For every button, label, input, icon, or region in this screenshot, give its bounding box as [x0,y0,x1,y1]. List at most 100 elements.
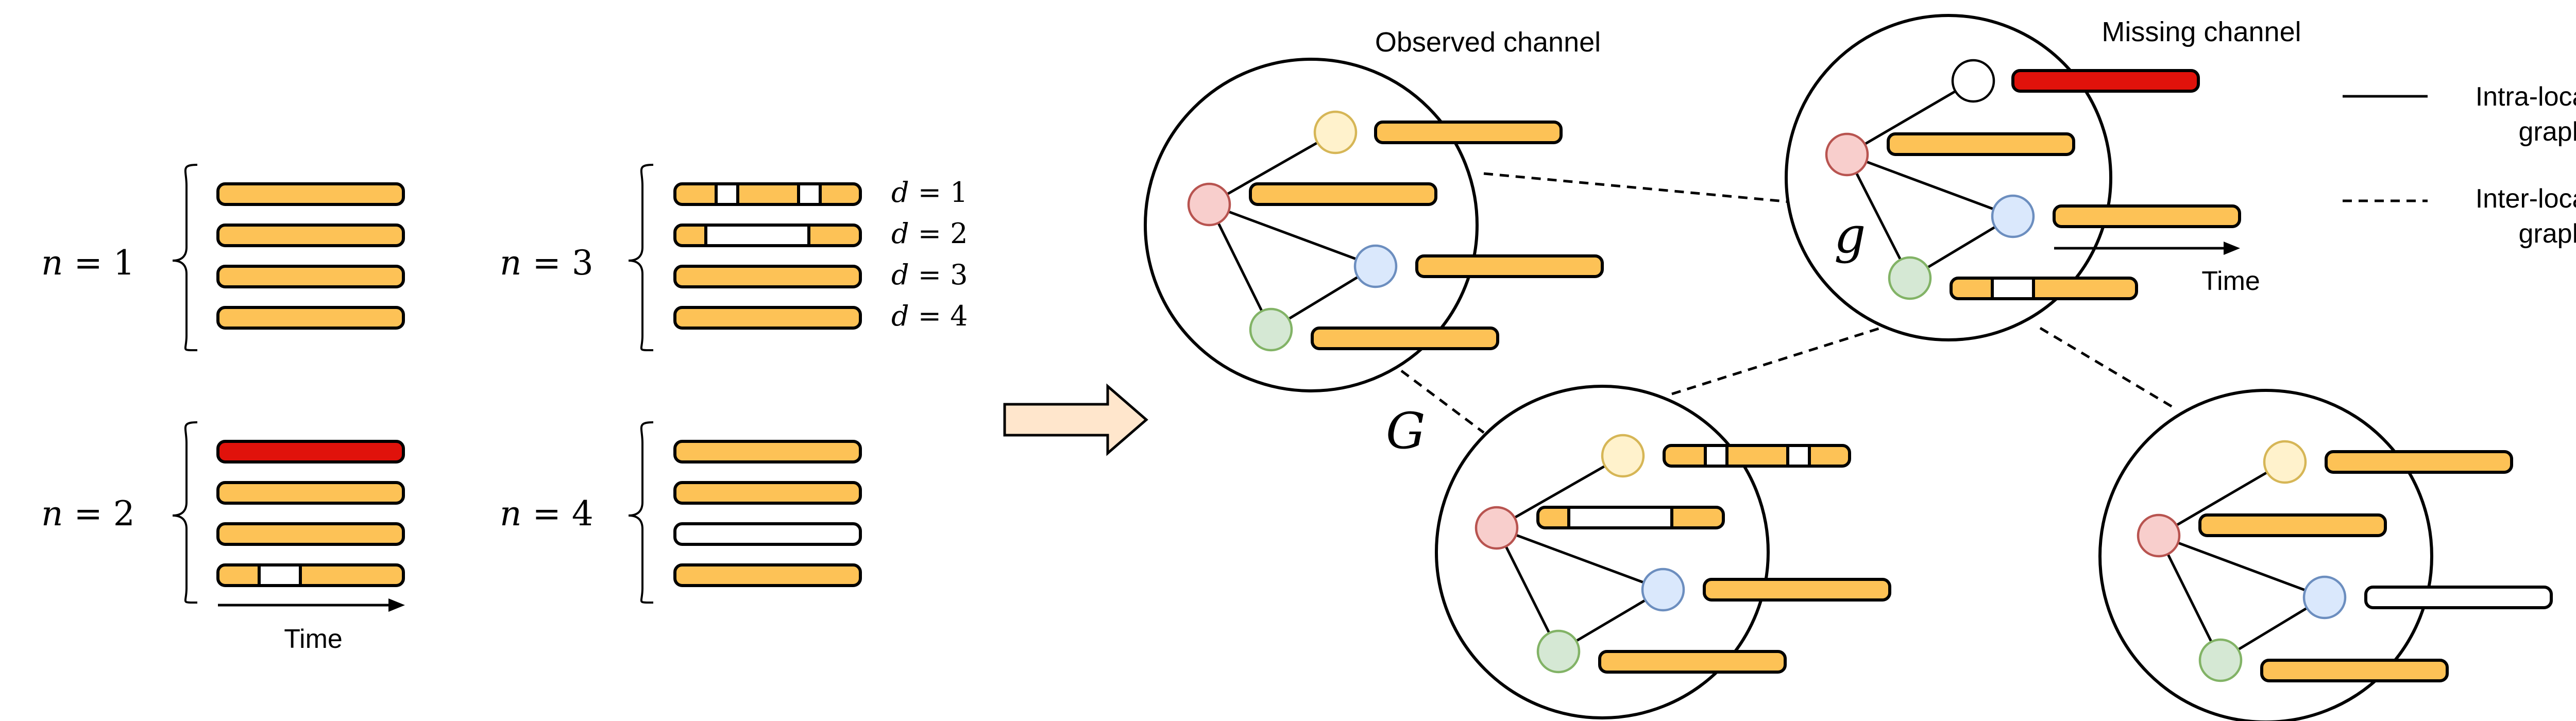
channel-bar [1887,132,2075,156]
group-n3-bars [673,182,862,330]
group-n3-label: n = 3 [500,243,594,283]
channel-bar [1703,578,1891,602]
node-red [2137,513,2181,558]
group-n2-label: n = 2 [41,494,135,534]
missing-gap [258,563,302,587]
intra-location-edge [1496,526,1664,591]
group-n2: n = 2 Time [41,421,405,654]
node-red [1475,506,1519,550]
channel-bar [673,563,862,587]
empty-channel-bar [673,522,862,546]
intra-location-edge [2158,534,2325,599]
legend-intra: Intra-location graph [2343,82,2576,147]
d-label: d = 2 [891,217,968,250]
missing-gap [1567,506,1673,529]
channel-bar-with-gap [1950,277,2138,300]
time-axis-arrowhead [388,598,405,612]
group-n4-label: n = 4 [500,494,594,534]
node-yellow [1313,110,1358,154]
node-blue [1641,568,1685,612]
time-label: Time [284,624,343,654]
node-blue [1991,194,2035,238]
channel-bar [2260,659,2449,682]
channel-bar [673,481,862,505]
intra-location-edge [1208,131,1336,206]
channel-bar [673,182,862,206]
legend-inter: Inter-location graph [2343,184,2576,249]
missing-gap [1704,444,1728,468]
observed-channel-label: Observed channel [1375,27,1601,58]
group-n1-label: n = 1 [41,243,135,283]
location-cluster-target: Time g Missing channel [1785,14,2301,341]
location-circle [1785,14,2112,341]
missing-channel-bar [216,440,405,464]
channel-bar-with-gap [1536,506,1725,529]
group-n1-brace [172,164,198,352]
intra-location-edge [1209,203,1376,268]
d-label: d = 4 [891,300,968,332]
channel-bar-with-gaps [673,182,862,206]
node-green [1249,307,1293,352]
channel-bar [2053,204,2241,228]
inter-location-edge [1671,327,1881,396]
channel-bar [673,265,862,288]
channel-bar [216,522,405,546]
legend: Intra-location graph Inter-location grap… [2343,82,2576,249]
channel-bar [673,440,862,464]
right-panel: Observed channel Time g Missing chan [1144,14,2553,721]
intra-location-edge [1845,153,1911,279]
channel-bar-with-gaps [1663,444,1851,468]
empty-channel-bar [2364,586,2553,609]
d-label: d = 3 [891,259,968,291]
node-green [1888,256,1932,300]
inter-location-edge [2039,327,2178,411]
channel-bar [216,265,405,288]
group-n1: n = 1 [41,164,405,352]
d-labels: d = 1 d = 2 d = 3 d = 4 [891,176,968,332]
group-n1-bars [216,182,405,330]
channel-bar [1374,121,1563,144]
group-n4: n = 4 [500,421,862,604]
node-green [2198,638,2243,682]
missing-gap [1786,444,1811,468]
channel-bar [216,182,405,206]
missing-channel-label: Missing channel [2102,16,2301,47]
intra-location-edge [1495,527,1560,653]
node-blue [1353,244,1398,288]
channel-bar [2198,513,2387,537]
intra-location-edge [2157,535,2222,661]
channel-bar [216,306,405,330]
missing-channel-bar [2011,69,2200,93]
intra-location-edge [1496,454,1624,529]
intra-location-edge [1846,79,1974,156]
channel-bar [1663,444,1851,468]
left-panel: n = 1 n = 2 T [41,164,968,654]
location-cluster-bottom-middle [1435,385,1891,719]
transition-arrow [1003,383,1148,456]
node-red [1187,182,1231,227]
g-label: g [1834,207,1866,264]
group-n3-brace [628,164,654,352]
node-blue [2302,575,2347,620]
node-missing [1951,59,1995,103]
channel-bar [1598,650,1787,674]
group-n4-bars [673,440,862,587]
channel-bar [216,563,405,587]
d-label: d = 1 [891,176,968,209]
group-n2-bars [216,440,405,587]
location-circle [1435,385,1770,719]
G-label: G [1386,402,1426,460]
group-n4-brace [628,421,654,604]
channel-bar [673,306,862,330]
intra-location-edge [1208,203,1273,331]
legend-inter-line1: Inter-location [2476,184,2576,214]
inter-location-edge [1400,370,1485,434]
legend-intra-line2: graph [2519,117,2576,147]
node-yellow [1601,434,1645,478]
legend-intra-line1: Intra-location [2476,82,2576,112]
channel-bar [216,224,405,247]
channel-bar-with-gap [216,563,405,587]
channel-bar [1311,327,1499,350]
legend-inter-line2: graph [2519,219,2576,249]
